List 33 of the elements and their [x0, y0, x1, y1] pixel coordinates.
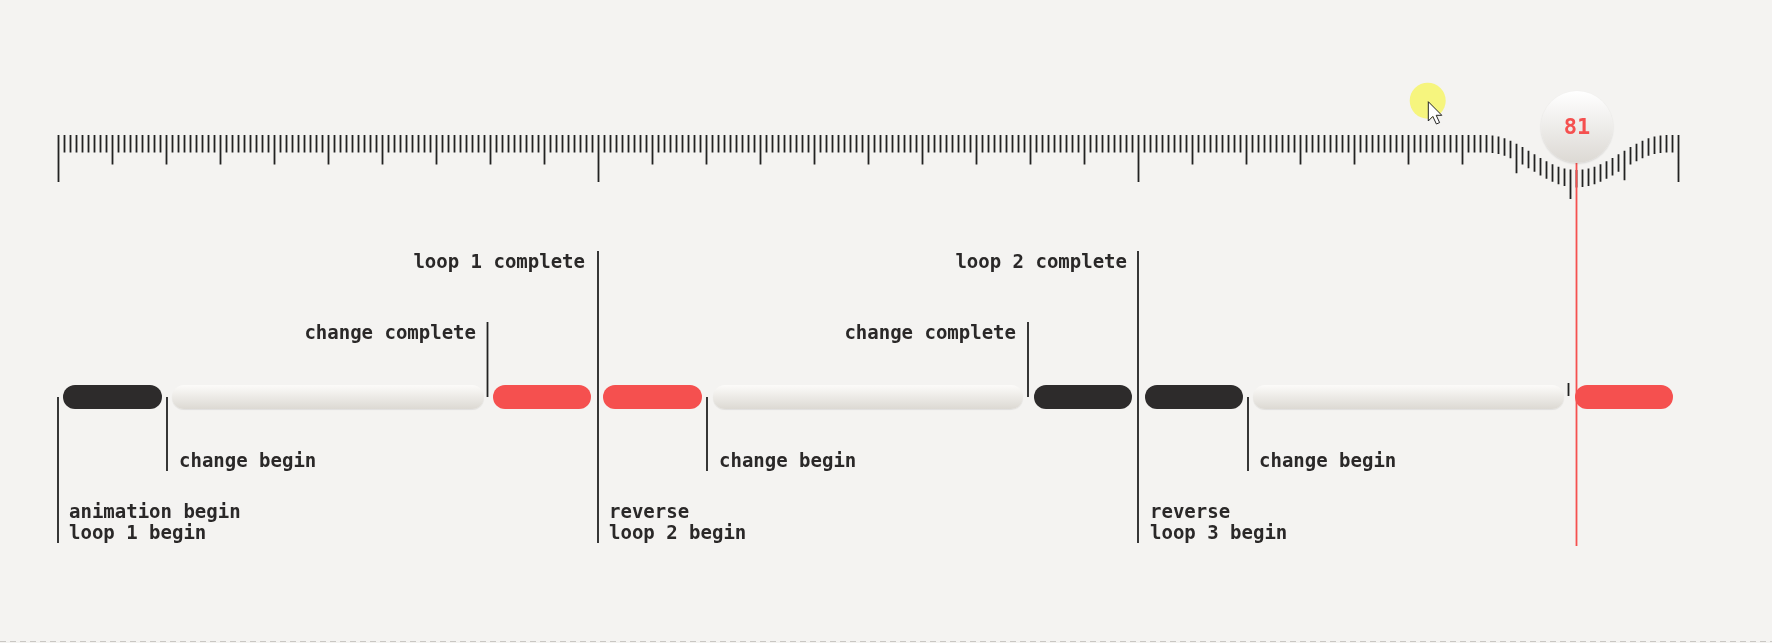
event-label: animation begin: [69, 501, 241, 522]
leader-line: [1137, 250, 1139, 398]
event-label: change complete: [304, 322, 476, 343]
timeline-bar: [172, 385, 484, 409]
leader-line: [597, 250, 599, 398]
leader-line: [597, 396, 599, 544]
event-label: change begin: [719, 450, 857, 471]
event-label: loop 2 begin: [609, 522, 747, 543]
leader-line: [166, 396, 168, 472]
event-label: reverse: [1150, 501, 1231, 522]
timeline-bar: [63, 385, 162, 409]
event-label: loop 1 complete: [413, 251, 585, 272]
timeline-bar: [1253, 385, 1564, 409]
timeline-bar: [493, 385, 591, 409]
event-label: change begin: [1259, 450, 1397, 471]
timeline-bar: [603, 385, 702, 409]
timeline-bar: [713, 385, 1023, 409]
event-label: change begin: [179, 450, 317, 471]
event-label: loop 1 begin: [69, 522, 207, 543]
leader-line: [486, 321, 489, 398]
event-label: reverse: [609, 501, 690, 522]
timeline-bar: [1145, 385, 1243, 409]
leader-line: [57, 396, 59, 544]
playhead-line: [1575, 162, 1578, 547]
event-label: loop 2 complete: [955, 251, 1127, 272]
leader-line: [1027, 321, 1029, 398]
event-label: change complete: [844, 322, 1016, 343]
leader-line: [706, 396, 708, 472]
event-label: loop 3 begin: [1150, 522, 1288, 543]
timeline-bar: [1034, 385, 1132, 409]
leader-line: [1137, 396, 1139, 544]
playhead-knob: 81: [1541, 91, 1613, 163]
timeline-bar: [1575, 385, 1673, 409]
